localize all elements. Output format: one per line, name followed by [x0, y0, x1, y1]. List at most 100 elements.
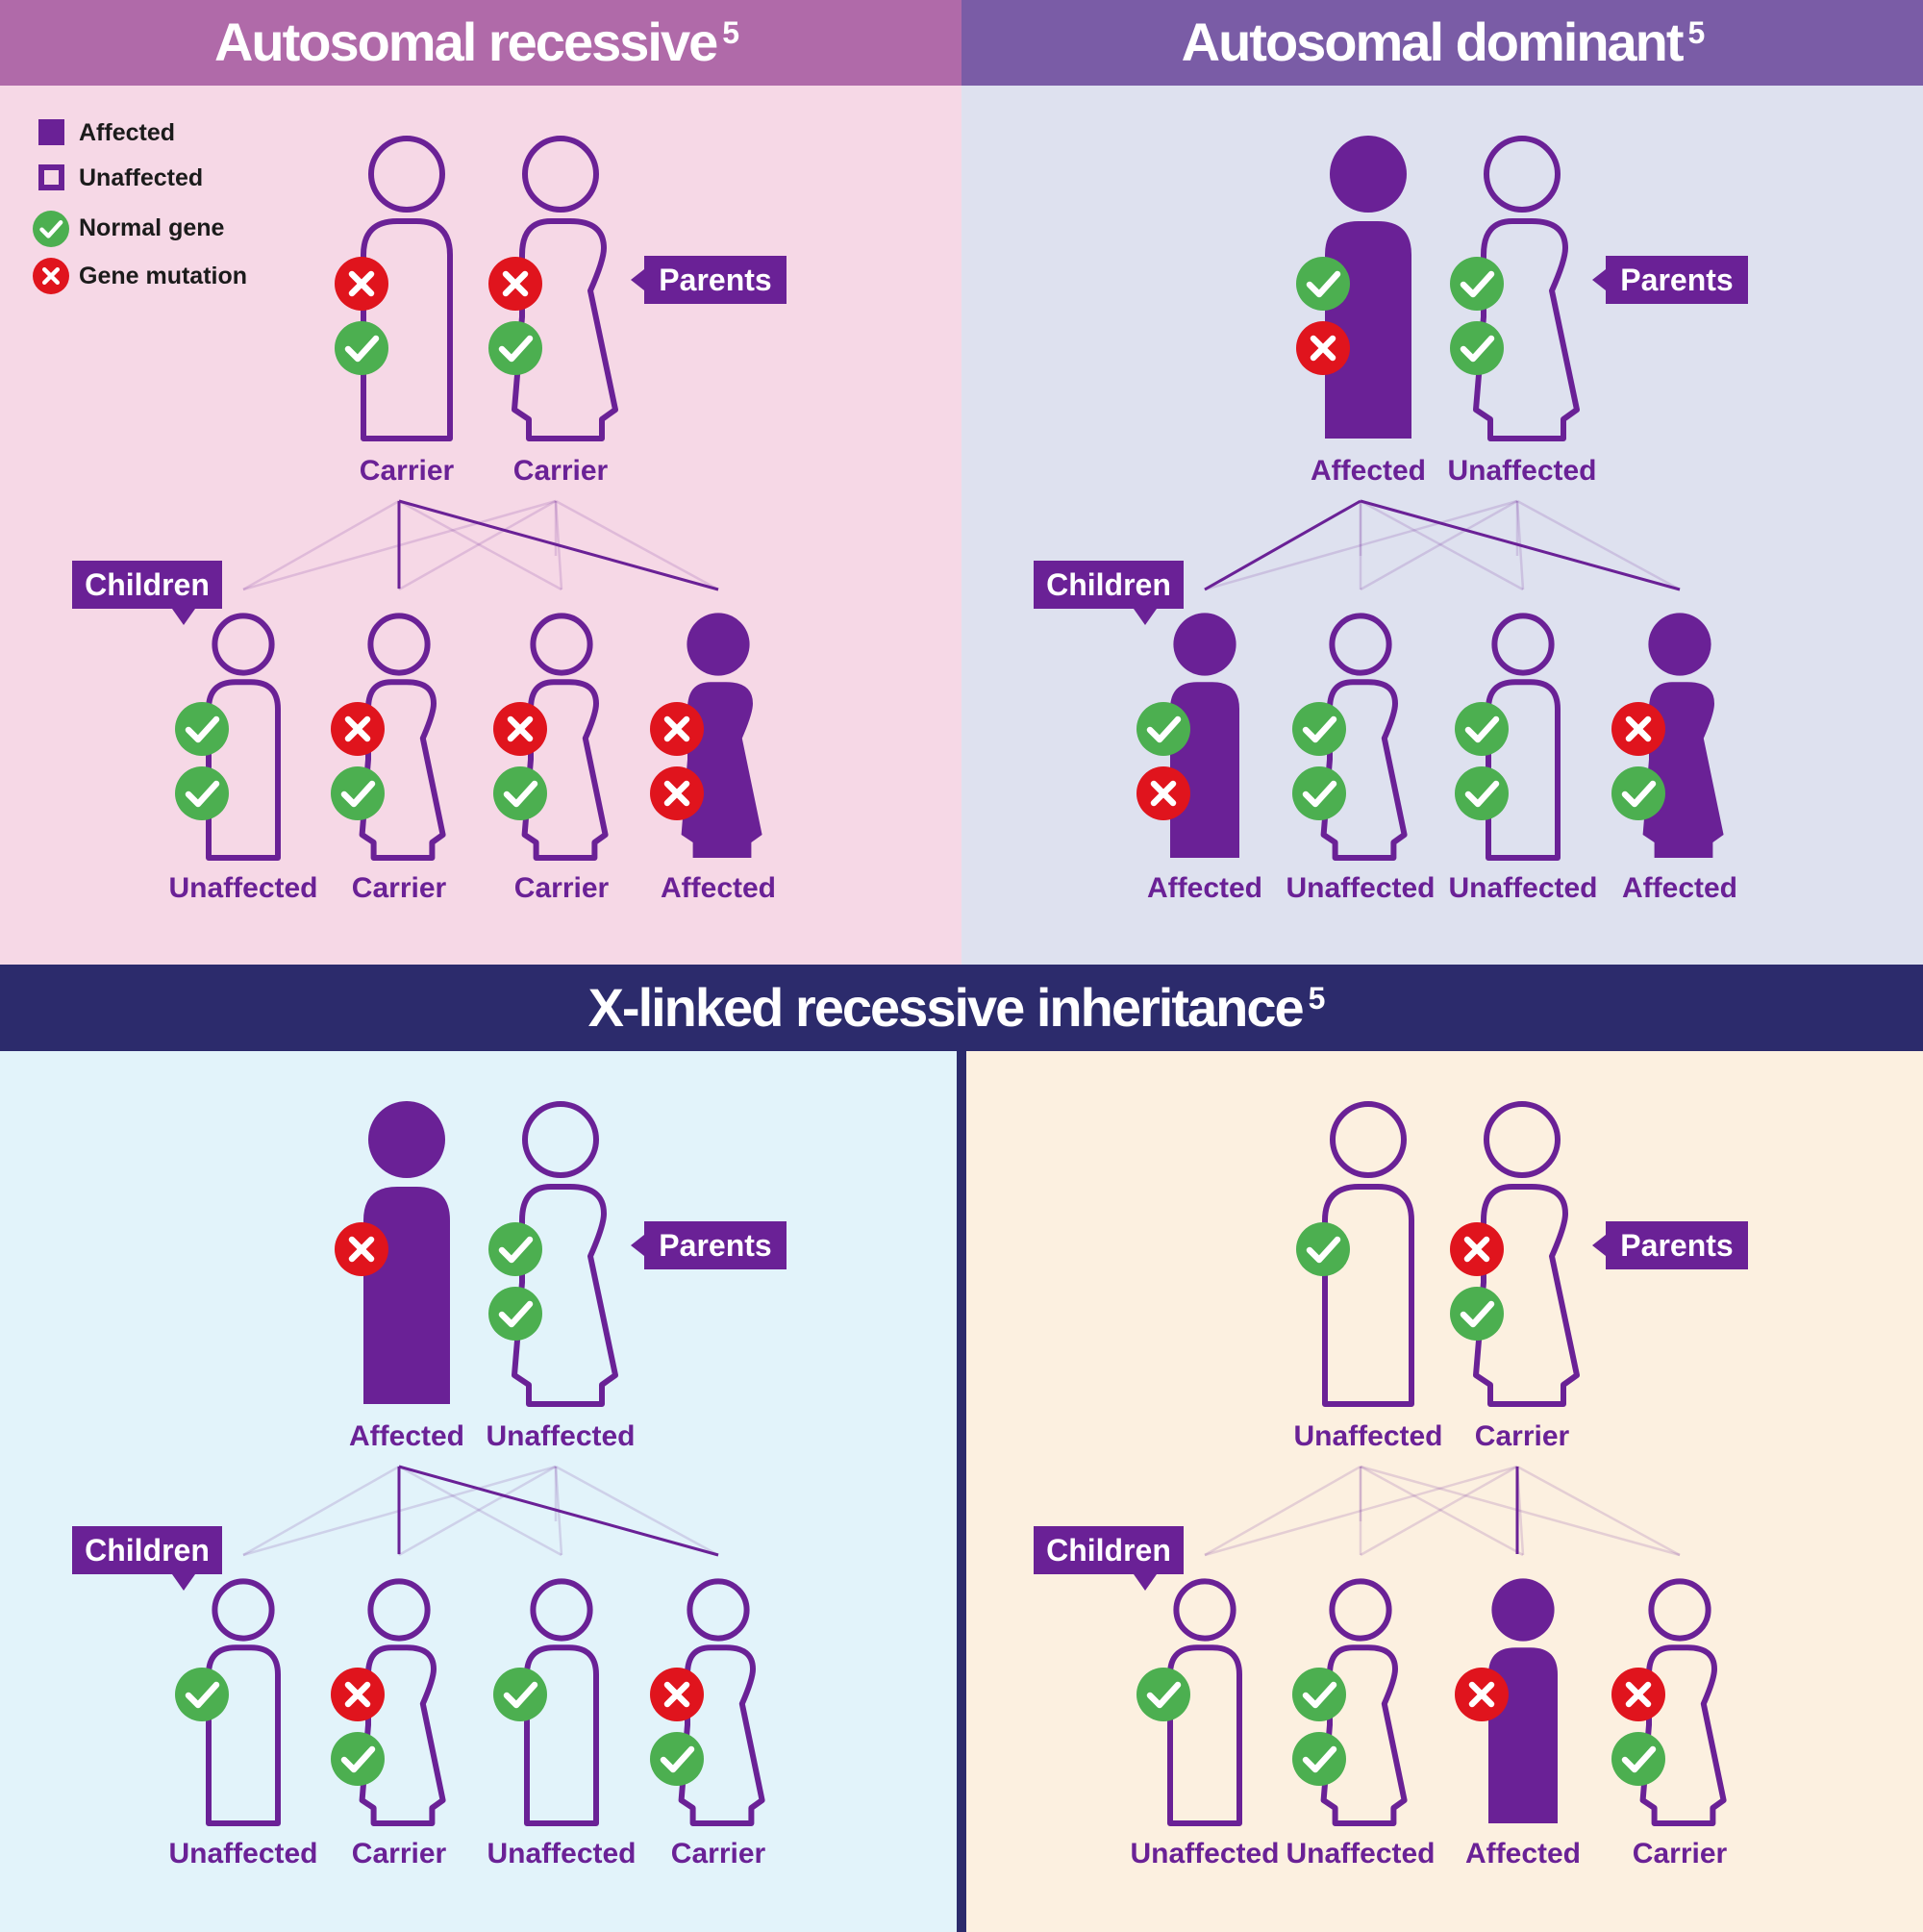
gene-mutation-icon — [650, 1668, 704, 1721]
child-figure — [359, 613, 446, 861]
gene-mutation-icon — [650, 702, 704, 756]
parent-label: Unaffected — [1447, 455, 1596, 487]
normal-gene-icon — [175, 1668, 229, 1721]
child-label: Carrier — [352, 872, 447, 904]
legend-unaffected-label: Unaffected — [79, 164, 203, 191]
inheritance-line-faint — [555, 499, 719, 591]
normal-gene-icon — [1136, 702, 1190, 756]
parent-label: Unaffected — [486, 1420, 635, 1452]
child-figure — [1639, 1578, 1727, 1826]
gene-mutation-icon — [335, 1222, 388, 1276]
child-figure — [206, 1578, 281, 1826]
child-label: Carrier — [671, 1838, 766, 1869]
child-label: Unaffected — [1286, 872, 1435, 904]
child-label: Unaffected — [168, 1838, 317, 1869]
children-tag — [1034, 1526, 1184, 1591]
parent-label: Unaffected — [1293, 1420, 1442, 1452]
child-figure — [521, 613, 609, 861]
xlinked-header-bar — [0, 965, 1923, 1051]
parents-tag — [1592, 1221, 1748, 1269]
inheritance-line-faint — [1516, 499, 1681, 591]
inheritance-line-faint — [1204, 499, 1518, 591]
child-figure — [1486, 613, 1561, 861]
normal-gene-icon — [493, 1668, 547, 1721]
inheritance-line — [398, 1465, 719, 1557]
recessive-header-bar — [0, 0, 962, 86]
dominant-header-bar — [962, 0, 1923, 86]
inheritance-line — [398, 499, 719, 591]
child-label: Carrier — [352, 1838, 447, 1869]
child-label: Unaffected — [1130, 1838, 1279, 1869]
child-label: Unaffected — [1448, 872, 1597, 904]
legend-affected-label: Affected — [79, 119, 175, 146]
xlinked-left-panel-bg — [0, 1051, 962, 1932]
inheritance-line-faint — [1204, 1465, 1361, 1557]
child-figure — [678, 1578, 765, 1826]
normal-gene-icon — [1450, 1287, 1504, 1341]
children-tag — [72, 561, 222, 625]
inheritance-line-faint — [1360, 1465, 1681, 1557]
gene-mutation-icon — [1450, 1222, 1504, 1276]
normal-gene-icon — [335, 321, 388, 375]
normal-gene-icon — [1292, 1732, 1346, 1786]
parents-tag-label: Parents — [1620, 1228, 1733, 1263]
normal-gene-icon — [1136, 1668, 1190, 1721]
normal-gene-icon — [331, 766, 385, 820]
gene-mutation-icon — [331, 702, 385, 756]
parents-tag — [631, 256, 787, 304]
parent-figure — [1473, 136, 1580, 441]
child-label: Affected — [1622, 872, 1737, 904]
child-figure — [206, 613, 281, 861]
parent-figure — [512, 1101, 618, 1407]
parent-figure — [361, 136, 453, 441]
children-tag-label: Children — [1046, 1533, 1171, 1568]
child-label: Affected — [661, 872, 776, 904]
child-figure — [359, 1578, 446, 1826]
normal-gene-icon — [1296, 257, 1350, 311]
normal-gene-icon — [175, 766, 229, 820]
parent-label: Carrier — [1475, 1420, 1570, 1452]
normal-gene-icon — [650, 1732, 704, 1786]
normal-gene-icon — [1611, 766, 1665, 820]
parent-figure — [512, 136, 618, 441]
normal-gene-icon — [331, 1732, 385, 1786]
children-tag — [72, 1526, 222, 1591]
normal-gene-icon — [488, 1287, 542, 1341]
child-label: Unaffected — [1286, 1838, 1435, 1869]
inheritance-line — [1204, 499, 1361, 591]
normal-gene-icon — [1450, 321, 1504, 375]
inheritance-line-faint — [242, 499, 400, 591]
gene-mutation-icon — [650, 766, 704, 820]
inheritance-line-faint — [1360, 1465, 1518, 1557]
gene-mutation-icon — [493, 702, 547, 756]
children-tag-label: Children — [1046, 567, 1171, 602]
child-label: Affected — [1147, 872, 1262, 904]
children-tag — [1034, 561, 1184, 625]
children-tag-label: Children — [85, 1533, 210, 1568]
child-label: Affected — [1465, 1838, 1581, 1869]
child-label: Unaffected — [487, 1838, 636, 1869]
legend-affected-swatch — [38, 119, 64, 145]
legend-gene-mutation-label: Gene mutation — [79, 263, 247, 289]
normal-gene-icon — [175, 702, 229, 756]
gene-mutation-icon — [1611, 702, 1665, 756]
legend-normal-gene-label: Normal gene — [79, 214, 225, 241]
normal-gene-icon — [1296, 1222, 1350, 1276]
gene-mutation-icon — [1136, 766, 1190, 820]
parents-tag-label: Parents — [659, 263, 771, 297]
xlinked-right-panel-bg — [962, 1051, 1923, 1932]
child-figure — [1167, 1578, 1242, 1826]
gene-mutation-icon — [488, 257, 542, 311]
children-tag-label: Children — [85, 567, 210, 602]
gene-mutation-icon — [1455, 1668, 1509, 1721]
gene-mutation-icon — [1611, 1668, 1665, 1721]
recessive-panel-bg — [0, 0, 962, 965]
inheritance-line-faint — [1516, 1465, 1681, 1557]
normal-gene-icon — [1455, 766, 1509, 820]
inheritance-line — [1360, 499, 1681, 591]
normal-gene-icon — [1292, 1668, 1346, 1721]
